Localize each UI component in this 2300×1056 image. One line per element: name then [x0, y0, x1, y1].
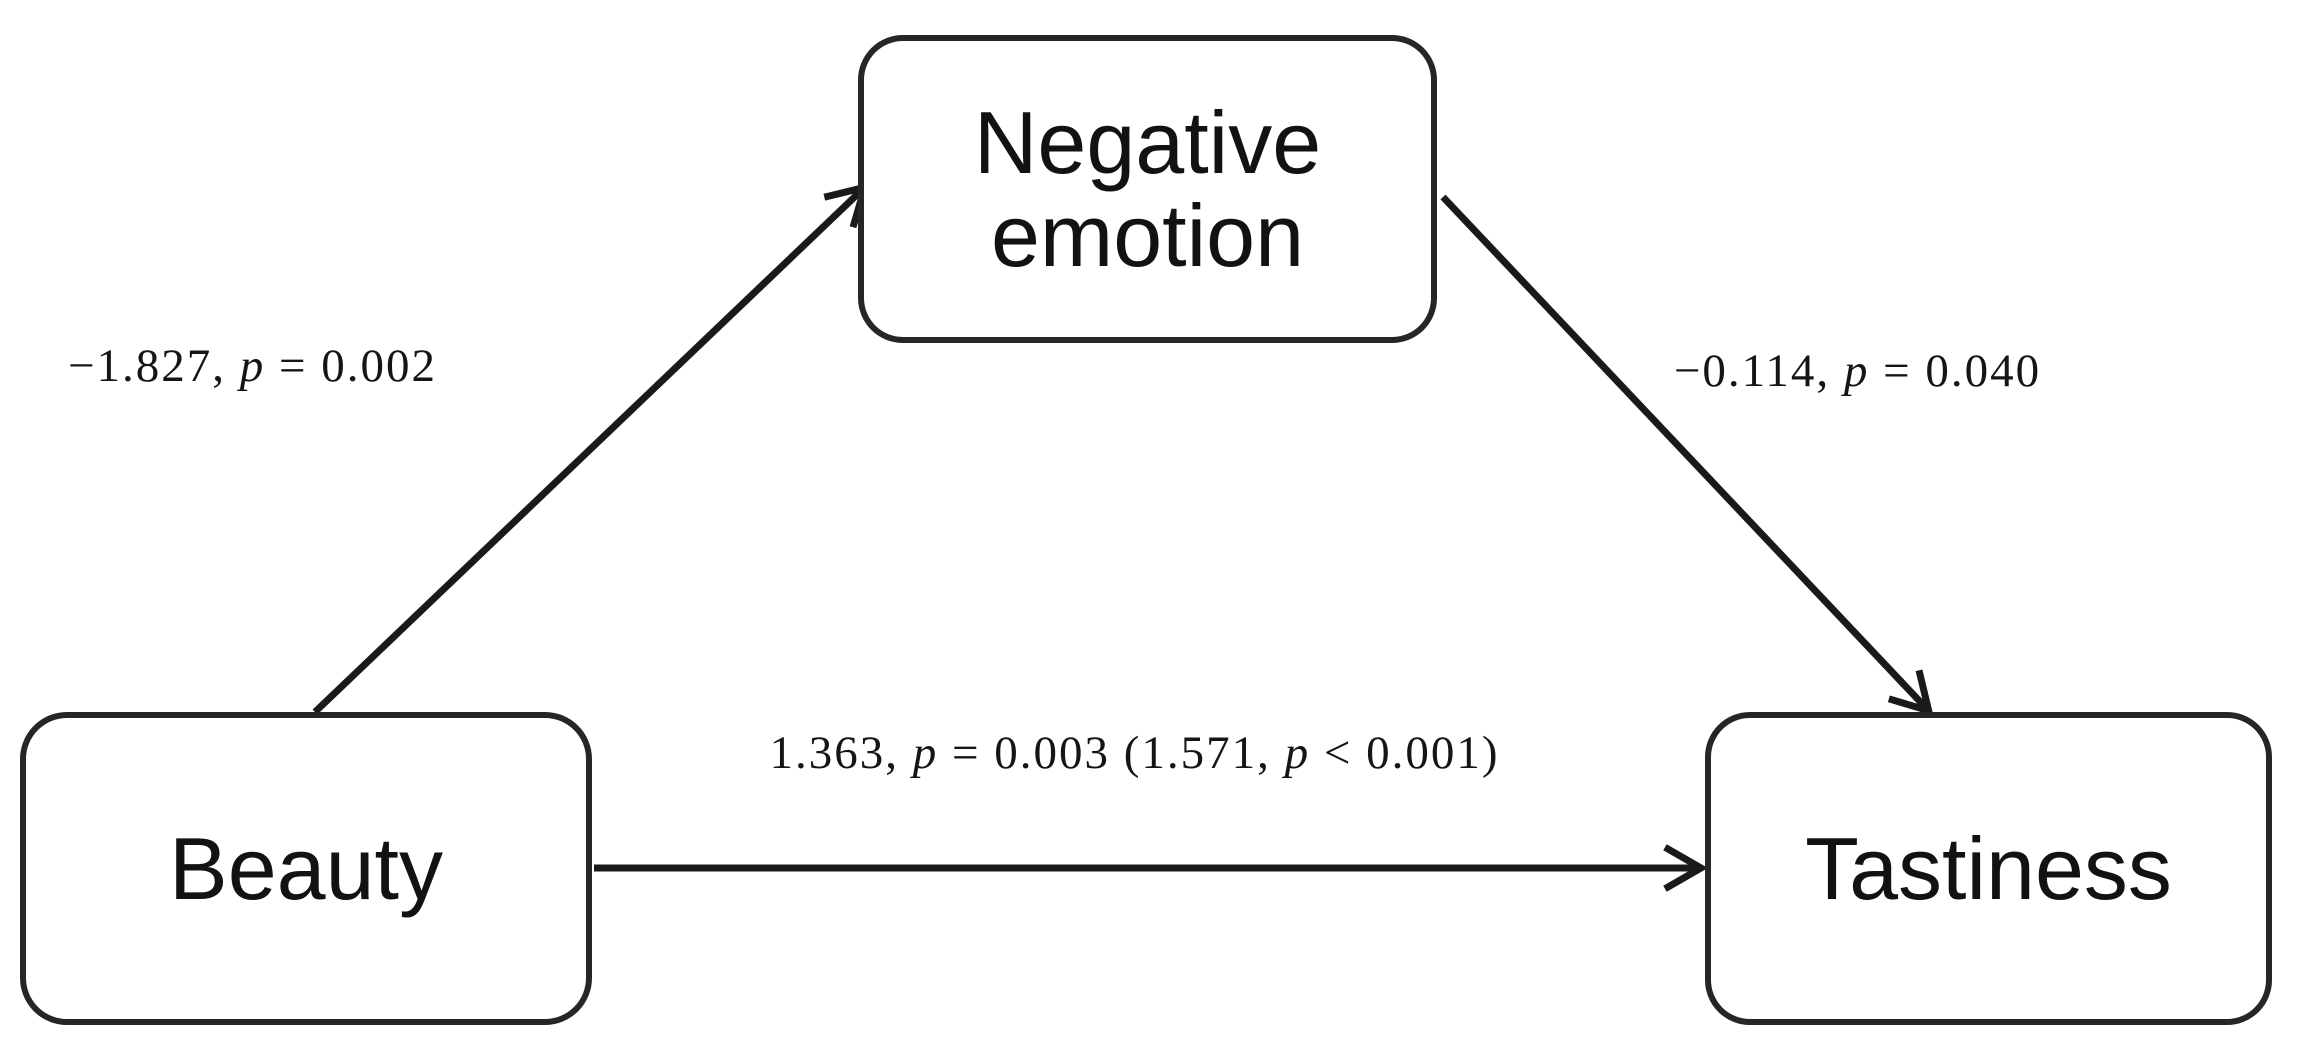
coefficient-value: −1.827,	[67, 340, 240, 392]
node-tastiness-label: Tastiness	[1805, 818, 2172, 918]
path-label-negative-emotion-to-tastiness: −0.114, p = 0.040	[1619, 290, 2041, 452]
coefficient-value: 1.363,	[769, 727, 913, 779]
coefficient-value: −0.114,	[1673, 345, 1844, 397]
node-beauty: Beauty	[20, 712, 592, 1025]
arrow-beauty-to-negative-emotion	[312, 182, 870, 715]
p-symbol: p	[912, 727, 939, 779]
path-label-beauty-to-tastiness: 1.363, p = 0.003 (1.571, p < 0.001)	[714, 672, 1499, 834]
p-symbol-2: p	[1284, 727, 1311, 779]
node-negative-emotion: Negative emotion	[858, 35, 1437, 343]
node-negative-emotion-label: Negative emotion	[973, 92, 1322, 285]
arrow-negative-emotion-to-tastiness	[1440, 194, 1934, 716]
node-beauty-label: Beauty	[169, 818, 443, 918]
path-label-beauty-to-negative-emotion: −1.827, p = 0.002	[13, 285, 437, 447]
p-symbol: p	[239, 340, 266, 392]
p-value: = 0.040	[1869, 345, 2042, 397]
node-tastiness: Tastiness	[1705, 712, 2272, 1025]
p-symbol: p	[1843, 345, 1870, 397]
p-value: = 0.003 (1.571,	[938, 727, 1285, 779]
p-value-2: < 0.001)	[1310, 727, 1500, 779]
p-value: = 0.002	[265, 340, 438, 392]
